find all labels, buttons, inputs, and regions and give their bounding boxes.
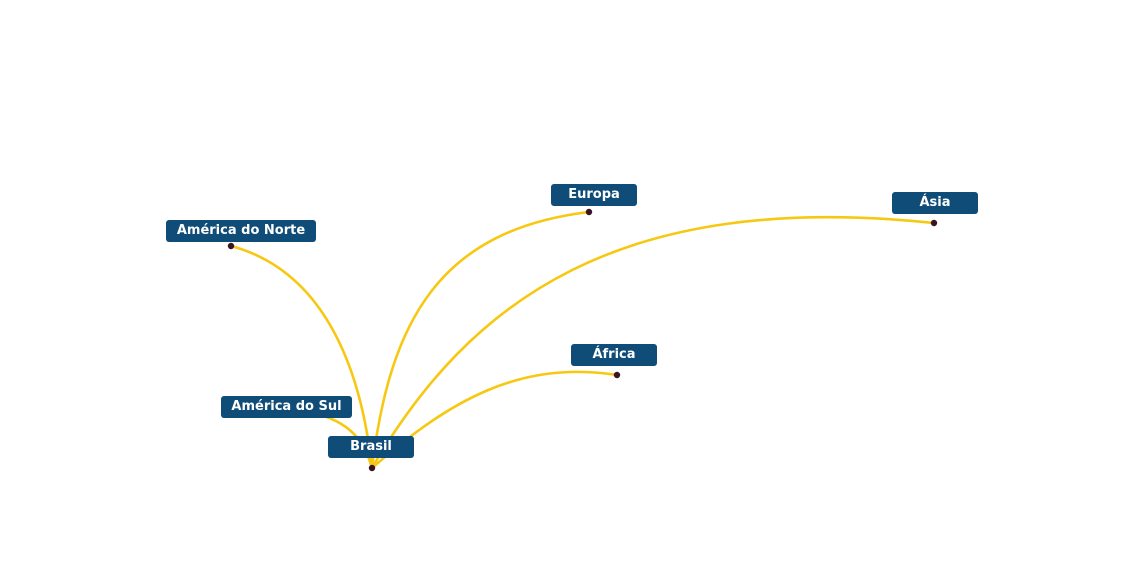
route-line-europa bbox=[370, 210, 591, 470]
endpoint-dot-brasil bbox=[368, 464, 376, 472]
endpoint-dot-europa bbox=[585, 208, 593, 216]
destination-label-asia: Ásia bbox=[892, 192, 978, 214]
destination-label-america-do-sul: América do Sul bbox=[221, 396, 352, 418]
endpoint-dot-africa bbox=[613, 371, 621, 379]
endpoint-dot-america-do-norte bbox=[227, 242, 235, 250]
origin-label-brasil: Brasil bbox=[328, 436, 414, 458]
endpoint-dots bbox=[227, 208, 938, 472]
destination-label-africa: África bbox=[571, 344, 657, 366]
route-lines bbox=[229, 210, 936, 470]
destination-label-america-do-norte: América do Norte bbox=[166, 220, 316, 242]
endpoint-dot-asia bbox=[930, 219, 938, 227]
route-line-asia bbox=[370, 215, 936, 470]
route-line-america-do-norte bbox=[229, 244, 374, 470]
route-line-america-do-sul bbox=[322, 414, 374, 470]
destination-label-europa: Europa bbox=[551, 184, 637, 206]
